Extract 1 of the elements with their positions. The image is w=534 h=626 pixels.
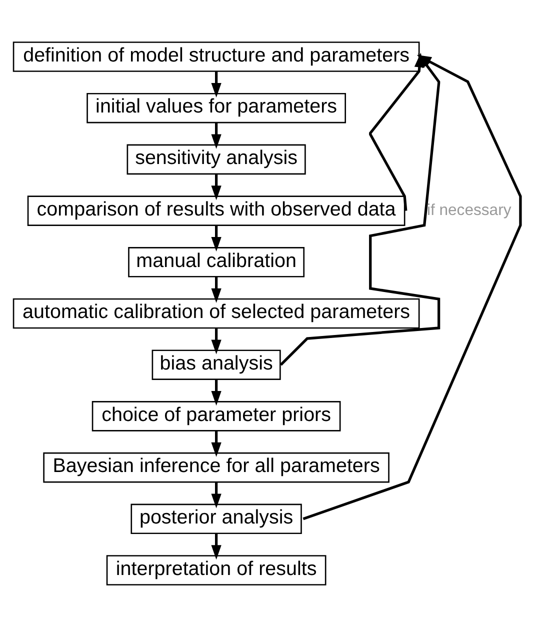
edge-label: if necessary xyxy=(426,201,512,218)
